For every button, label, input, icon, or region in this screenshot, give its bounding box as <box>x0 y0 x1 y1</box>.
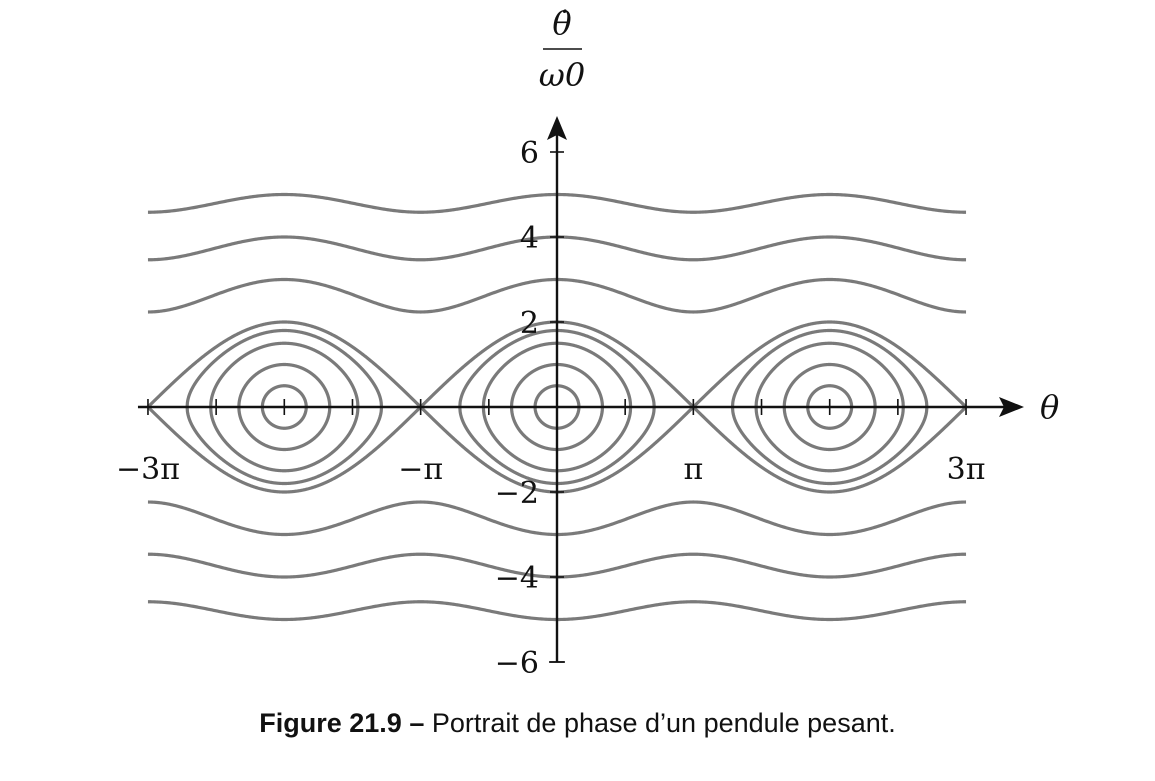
separatrix-curve <box>692 405 968 494</box>
x-tick-label: −π <box>398 452 443 487</box>
y-tick-label: 2 <box>520 306 539 341</box>
phase-curves <box>146 192 968 622</box>
separatrix-curve <box>146 405 422 494</box>
x-tick-label: π <box>683 452 703 487</box>
figure-number: Figure 21.9 <box>259 708 402 738</box>
x-axis-arrow-icon <box>999 397 1024 417</box>
y-tick-label: −6 <box>495 646 539 681</box>
caption-separator: – <box>409 708 425 738</box>
y-axis-label-numerator: θ̇ <box>552 4 571 42</box>
x-tick-label: 3π <box>947 452 986 487</box>
y-axis-label-denominator: ω0 <box>539 56 585 94</box>
y-tick-label: 6 <box>520 136 539 171</box>
x-tick-label: −3π <box>116 452 180 487</box>
caption-text: Portrait de phase d’un pendule pesant. <box>431 708 896 738</box>
y-tick-label: 4 <box>520 221 539 256</box>
tick-labels: 6 4 2 −2 −4 −6 −3π −π π 3π <box>116 136 985 681</box>
separatrix-curve <box>692 320 968 409</box>
x-axis-label: θ <box>1040 388 1059 426</box>
y-axis-label: θ̇ ω0 <box>539 4 585 94</box>
figure-caption: Figure 21.9 – Portrait de phase d’un pen… <box>0 708 1155 739</box>
axis-ticks <box>147 151 967 663</box>
y-tick-label: −4 <box>495 561 539 596</box>
separatrix-curve <box>146 320 422 409</box>
y-axis-arrow-icon <box>547 116 567 140</box>
y-tick-label: −2 <box>495 476 539 511</box>
axes <box>137 116 1024 662</box>
